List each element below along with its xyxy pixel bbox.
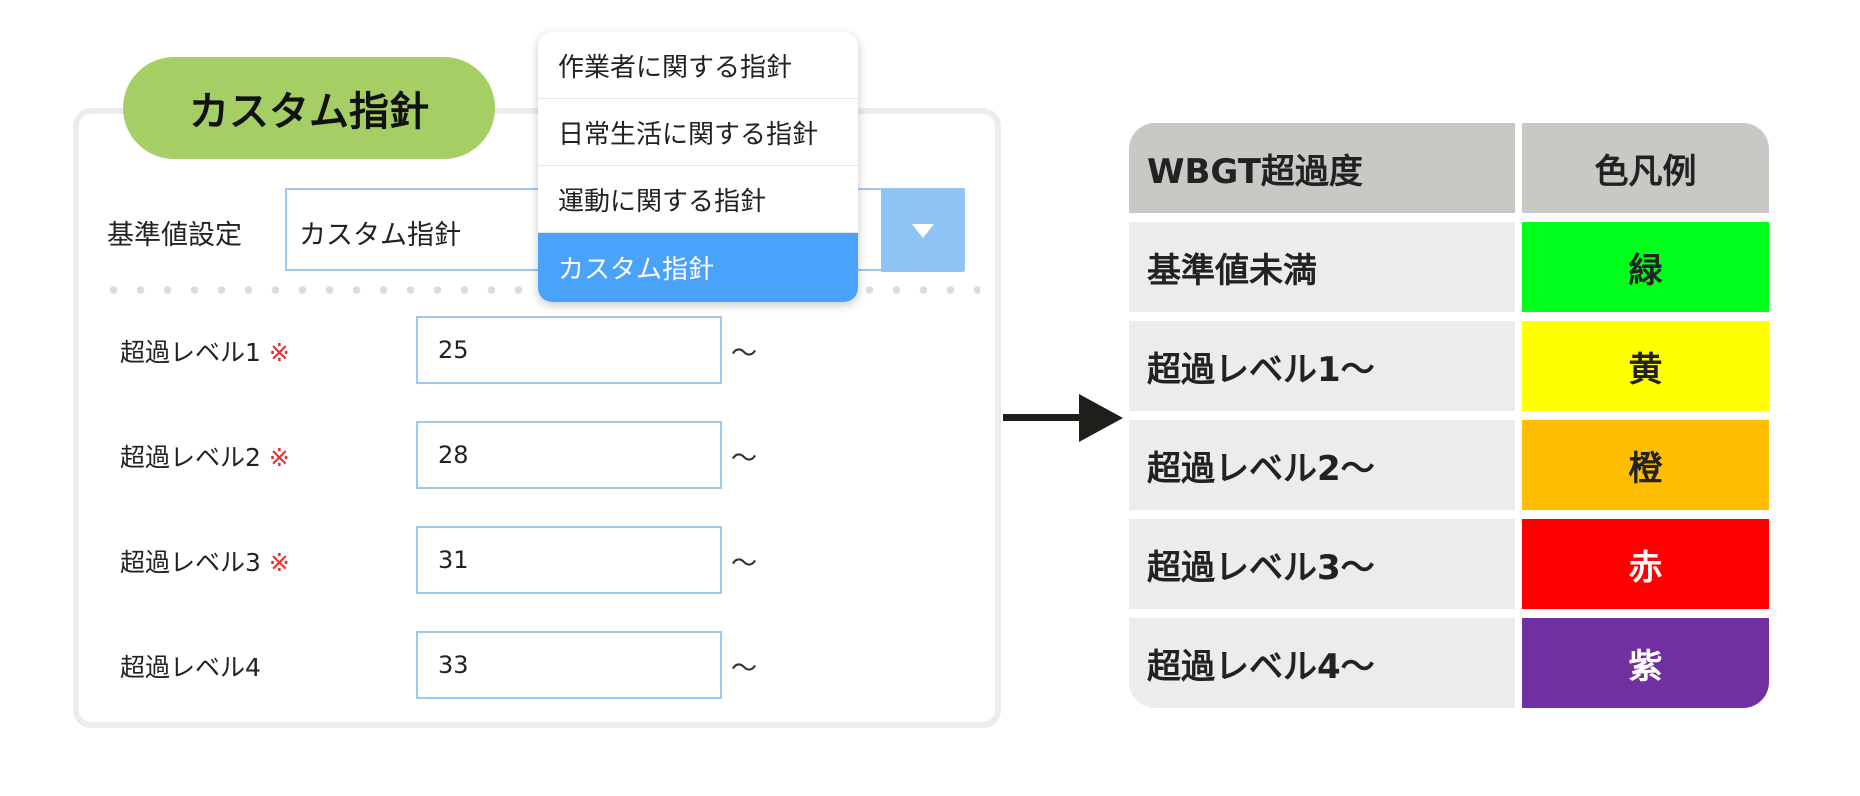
legend-header-wbgt: WBGT超過度: [1129, 123, 1515, 213]
legend-row-name: 超過レベル4〜: [1129, 618, 1515, 708]
legend-color-swatch: 黄: [1522, 321, 1769, 411]
right-arrow-icon: [1003, 394, 1123, 442]
select-dropdown-button[interactable]: [881, 189, 964, 272]
level-3-input[interactable]: [416, 526, 722, 594]
standard-select-value: カスタム指針: [299, 220, 461, 251]
legend-color-swatch: 赤: [1522, 519, 1769, 609]
legend-row: 超過レベル3〜 赤: [1129, 519, 1769, 609]
legend-row-name: 超過レベル1〜: [1129, 321, 1515, 411]
level-3-tilde: 〜: [731, 549, 758, 579]
level-3-label: 超過レベル3※: [120, 548, 290, 577]
required-mark: ※: [268, 443, 290, 472]
legend-row-name: 基準値未満: [1129, 222, 1515, 312]
legend-row-name: 超過レベル2〜: [1129, 420, 1515, 510]
guideline-dropdown-menu: 作業者に関する指針 日常生活に関する指針 運動に関する指針 カスタム指針: [538, 32, 858, 302]
dropdown-option-exercise[interactable]: 運動に関する指針: [538, 166, 858, 233]
legend-header-color: 色凡例: [1522, 123, 1769, 213]
level-4-label: 超過レベル4: [120, 653, 261, 682]
legend-color-swatch: 紫: [1522, 618, 1769, 708]
legend-row: 基準値未満 緑: [1129, 222, 1769, 312]
level-1-tilde: 〜: [731, 339, 758, 369]
level-4-tilde: 〜: [731, 654, 758, 684]
required-mark: ※: [268, 338, 290, 367]
level-1-label: 超過レベル1※: [120, 338, 290, 367]
level-2-tilde: 〜: [731, 444, 758, 474]
legend-row-name: 超過レベル3〜: [1129, 519, 1515, 609]
dropdown-option-custom[interactable]: カスタム指針: [538, 233, 858, 302]
legend-color-swatch: 緑: [1522, 222, 1769, 312]
wbgt-color-legend-table: WBGT超過度 色凡例 基準値未満 緑 超過レベル1〜 黄 超過レベル2〜 橙 …: [1129, 123, 1769, 708]
card-title: カスタム指針: [123, 57, 495, 159]
standard-setting-label: 基準値設定: [107, 220, 242, 251]
level-4-input[interactable]: [416, 631, 722, 699]
level-1-input[interactable]: [416, 316, 722, 384]
triangle-down-icon: [911, 223, 934, 238]
level-2-label: 超過レベル2※: [120, 443, 290, 472]
required-mark: ※: [268, 548, 290, 577]
level-2-input[interactable]: [416, 421, 722, 489]
legend-row: 超過レベル4〜 紫: [1129, 618, 1769, 708]
legend-header-row: WBGT超過度 色凡例: [1129, 123, 1769, 213]
legend-row: 超過レベル1〜 黄: [1129, 321, 1769, 411]
legend-color-swatch: 橙: [1522, 420, 1769, 510]
legend-row: 超過レベル2〜 橙: [1129, 420, 1769, 510]
dropdown-option-daily-life[interactable]: 日常生活に関する指針: [538, 99, 858, 166]
dropdown-option-worker[interactable]: 作業者に関する指針: [538, 32, 858, 99]
